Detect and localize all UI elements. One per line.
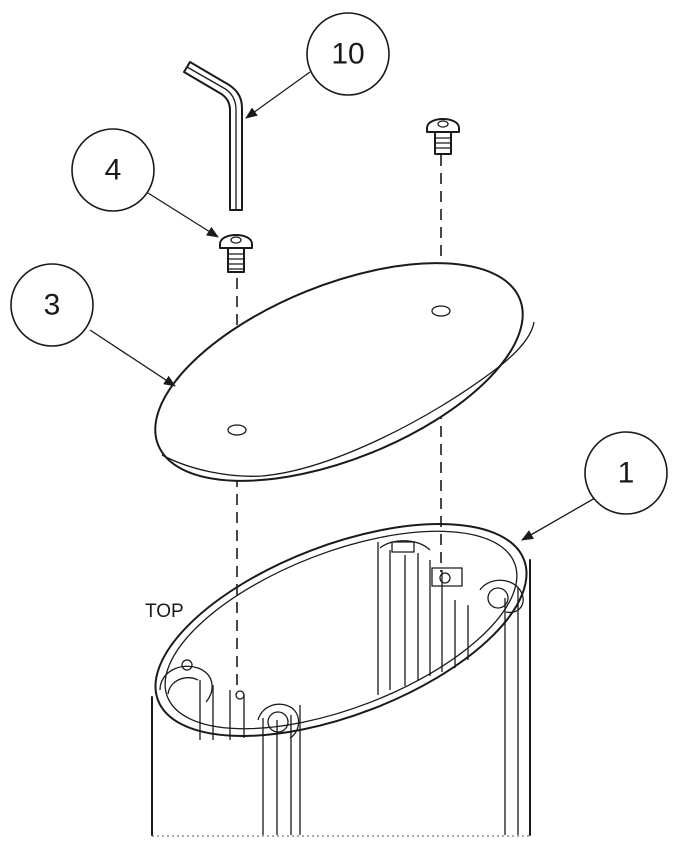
top-plate [154,262,535,482]
callout-4-label: 4 [105,154,122,187]
leader-1 [521,497,596,541]
callout-1-label: 1 [618,457,635,490]
leader-3 [89,329,176,387]
callout-10: 10 [306,12,390,96]
callout-10-label: 10 [331,38,364,71]
top-label: TOP [145,601,184,622]
leader-4 [147,192,219,238]
hex-key [183,61,243,211]
screw-right [426,118,460,155]
leader-10 [245,71,311,119]
callout-4: 4 [71,128,155,212]
screw-left [219,234,253,273]
callout-3: 3 [10,263,94,347]
callout-3-label: 3 [44,289,61,322]
callout-1: 1 [584,431,668,515]
column-extrusion [151,523,531,837]
